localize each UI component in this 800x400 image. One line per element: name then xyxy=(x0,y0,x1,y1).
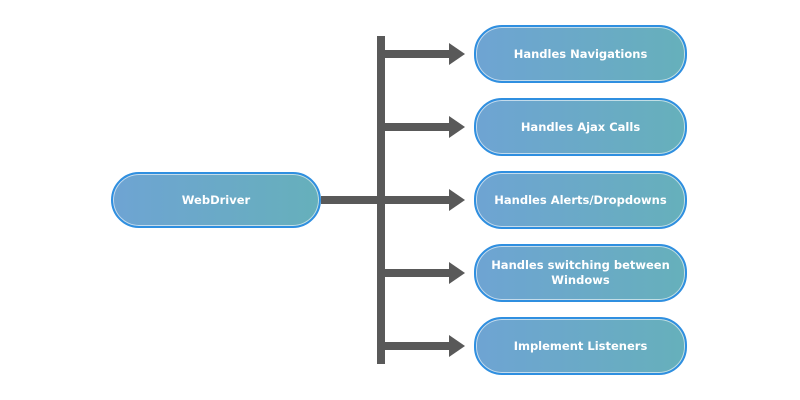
branch-node-switching-windows: Handles switching between Windows xyxy=(474,244,687,302)
branch-arrow-1 xyxy=(381,43,465,65)
branch-arrow-4 xyxy=(381,262,465,284)
branch-label-listeners: Implement Listeners xyxy=(513,338,648,353)
branch-node-listeners: Implement Listeners xyxy=(474,317,687,375)
branch-label-navigations: Handles Navigations xyxy=(513,46,648,61)
webdriver-node: WebDriver xyxy=(111,172,321,228)
branch-node-ajax-calls: Handles Ajax Calls xyxy=(474,98,687,156)
webdriver-label: WebDriver xyxy=(181,192,251,207)
branch-arrow-5 xyxy=(381,335,465,357)
branch-label-alerts-dropdowns: Handles Alerts/Dropdowns xyxy=(494,192,667,207)
branch-node-alerts-dropdowns: Handles Alerts/Dropdowns xyxy=(474,171,687,229)
branch-arrow-3 xyxy=(381,189,465,211)
branch-label-ajax-calls: Handles Ajax Calls xyxy=(520,119,641,134)
branch-node-navigations: Handles Navigations xyxy=(474,25,687,83)
branch-arrow-2 xyxy=(381,116,465,138)
branch-label-switching-windows: Handles switching between Windows xyxy=(491,258,670,287)
